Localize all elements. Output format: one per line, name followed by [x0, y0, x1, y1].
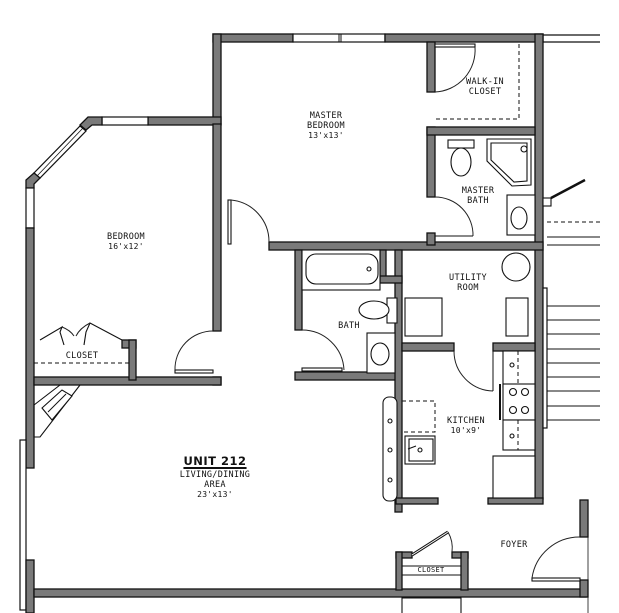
living-dining-dimensions: 23'x13': [197, 490, 233, 499]
master-bedroom-dimensions: 13'x13': [308, 131, 344, 140]
bath-name: BATH: [338, 321, 360, 331]
master-bath-name-2: BATH: [467, 196, 489, 206]
room-label-foyer: FOYER: [500, 540, 527, 550]
unit-title: UNIT 212: [183, 454, 247, 468]
bedroom-name: BEDROOM: [107, 232, 145, 242]
room-label-bedroom: BEDROOM 16'x12': [107, 232, 145, 252]
foyer-closet-name: CLOSET: [417, 566, 445, 574]
utility-room-name-1: UTILITY: [449, 273, 487, 283]
master-bedroom-name-1: MASTER: [309, 111, 343, 121]
fixtures: [33, 44, 600, 613]
room-label-bath: BATH: [338, 321, 360, 331]
foyer-name: FOYER: [500, 540, 528, 550]
room-label-master-bath: MASTER BATH: [462, 186, 495, 206]
room-label-walk-in-closet: WALK-IN CLOSET: [466, 77, 504, 97]
kitchen-dimensions: 10'x9': [450, 426, 482, 435]
room-label-utility-room: UTILITY ROOM: [449, 273, 487, 293]
walk-in-closet-name-1: WALK-IN: [466, 77, 504, 87]
utility-room-name-2: ROOM: [457, 283, 479, 293]
living-dining-name-2: AREA: [204, 480, 226, 490]
doors: [39, 43, 586, 582]
room-label-foyer-closet: CLOSET: [417, 565, 444, 575]
room-label-bedroom-closet: CLOSET: [66, 351, 99, 361]
kitchen-name: KITCHEN: [447, 416, 485, 426]
room-label-master-bedroom: MASTER BEDROOM 13'x13': [307, 111, 345, 141]
exterior-walls: [19, 33, 600, 613]
bedroom-dimensions: 16'x12': [108, 242, 144, 251]
master-bedroom-name-2: BEDROOM: [307, 121, 345, 131]
walk-in-closet-name-2: CLOSET: [468, 87, 502, 97]
living-dining-name-1: LIVING/DINING: [179, 470, 251, 480]
room-label-living-dining: UNIT 212 LIVING/DINING AREA 23'x13': [179, 454, 251, 500]
master-bath-name-1: MASTER: [461, 186, 495, 196]
room-label-kitchen: KITCHEN 10'x9': [447, 416, 485, 436]
bedroom-closet-name: CLOSET: [65, 351, 99, 361]
